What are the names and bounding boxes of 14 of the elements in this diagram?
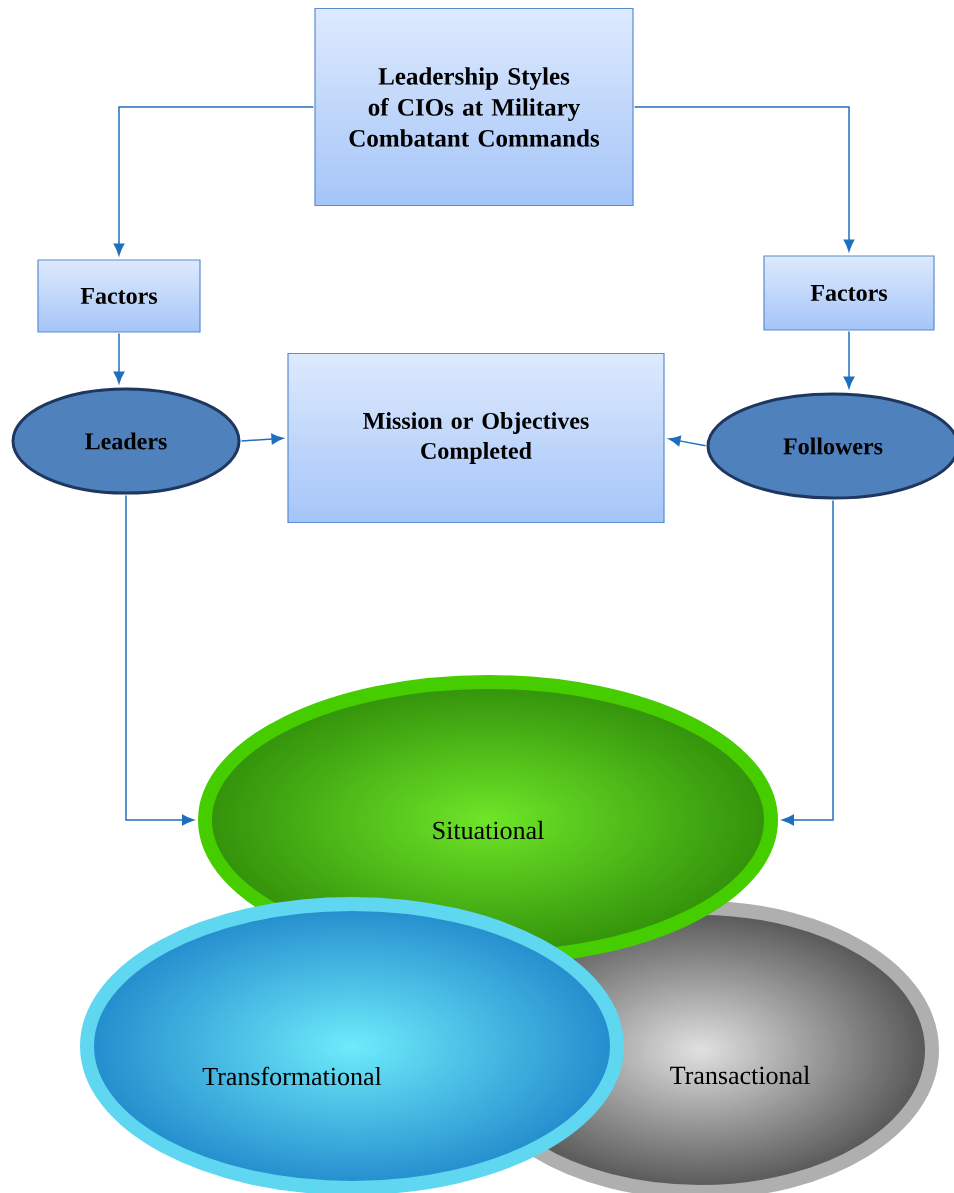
arrow: [782, 499, 834, 826]
arrow: [125, 494, 194, 826]
process-box: Factors: [763, 255, 935, 331]
oval-node: Leaders: [11, 387, 241, 495]
process-box: Factors: [37, 259, 201, 333]
arrow: [113, 106, 315, 256]
arrow: [633, 106, 855, 252]
arrow: [668, 435, 707, 447]
process-box: Leadership Styles of CIOs at Military Combatant Commands: [314, 7, 634, 207]
process-box: Mission or Objectives Completed: [287, 352, 665, 524]
oval-node: Followers: [706, 392, 954, 500]
arrow: [843, 330, 855, 389]
arrow: [113, 332, 125, 384]
arrow: [240, 433, 284, 445]
